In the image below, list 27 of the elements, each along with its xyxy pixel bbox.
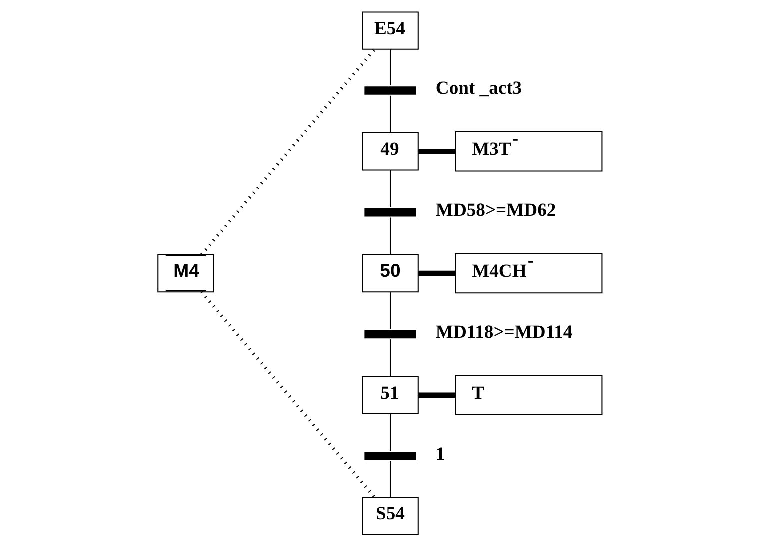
connector [390, 292, 392, 330]
node-box: 51 [362, 376, 419, 414]
connector [418, 392, 456, 398]
node-box: T [455, 375, 603, 416]
connector [418, 149, 456, 154]
connector [390, 170, 392, 208]
connector [390, 414, 392, 452]
connector [200, 48, 376, 256]
connector [390, 340, 392, 377]
node-box: 49 [362, 132, 419, 171]
connector [390, 461, 392, 498]
node-bar [364, 86, 416, 95]
node-box: E54 [362, 12, 419, 50]
node-label: Cont _act3 [436, 78, 522, 100]
connector [390, 218, 392, 255]
node-label: 1 [436, 444, 446, 465]
node-label: MD58>=MD62 [436, 200, 556, 222]
connector [200, 291, 376, 498]
node-bar [364, 452, 416, 460]
node-box: S54 [362, 497, 419, 536]
connector [418, 270, 456, 276]
node-bar [364, 208, 416, 217]
connector [390, 96, 392, 133]
node-bar [364, 330, 416, 339]
node-label: MD118>=MD114 [436, 322, 573, 343]
connector [390, 49, 392, 86]
node-box: 50 [362, 254, 419, 293]
